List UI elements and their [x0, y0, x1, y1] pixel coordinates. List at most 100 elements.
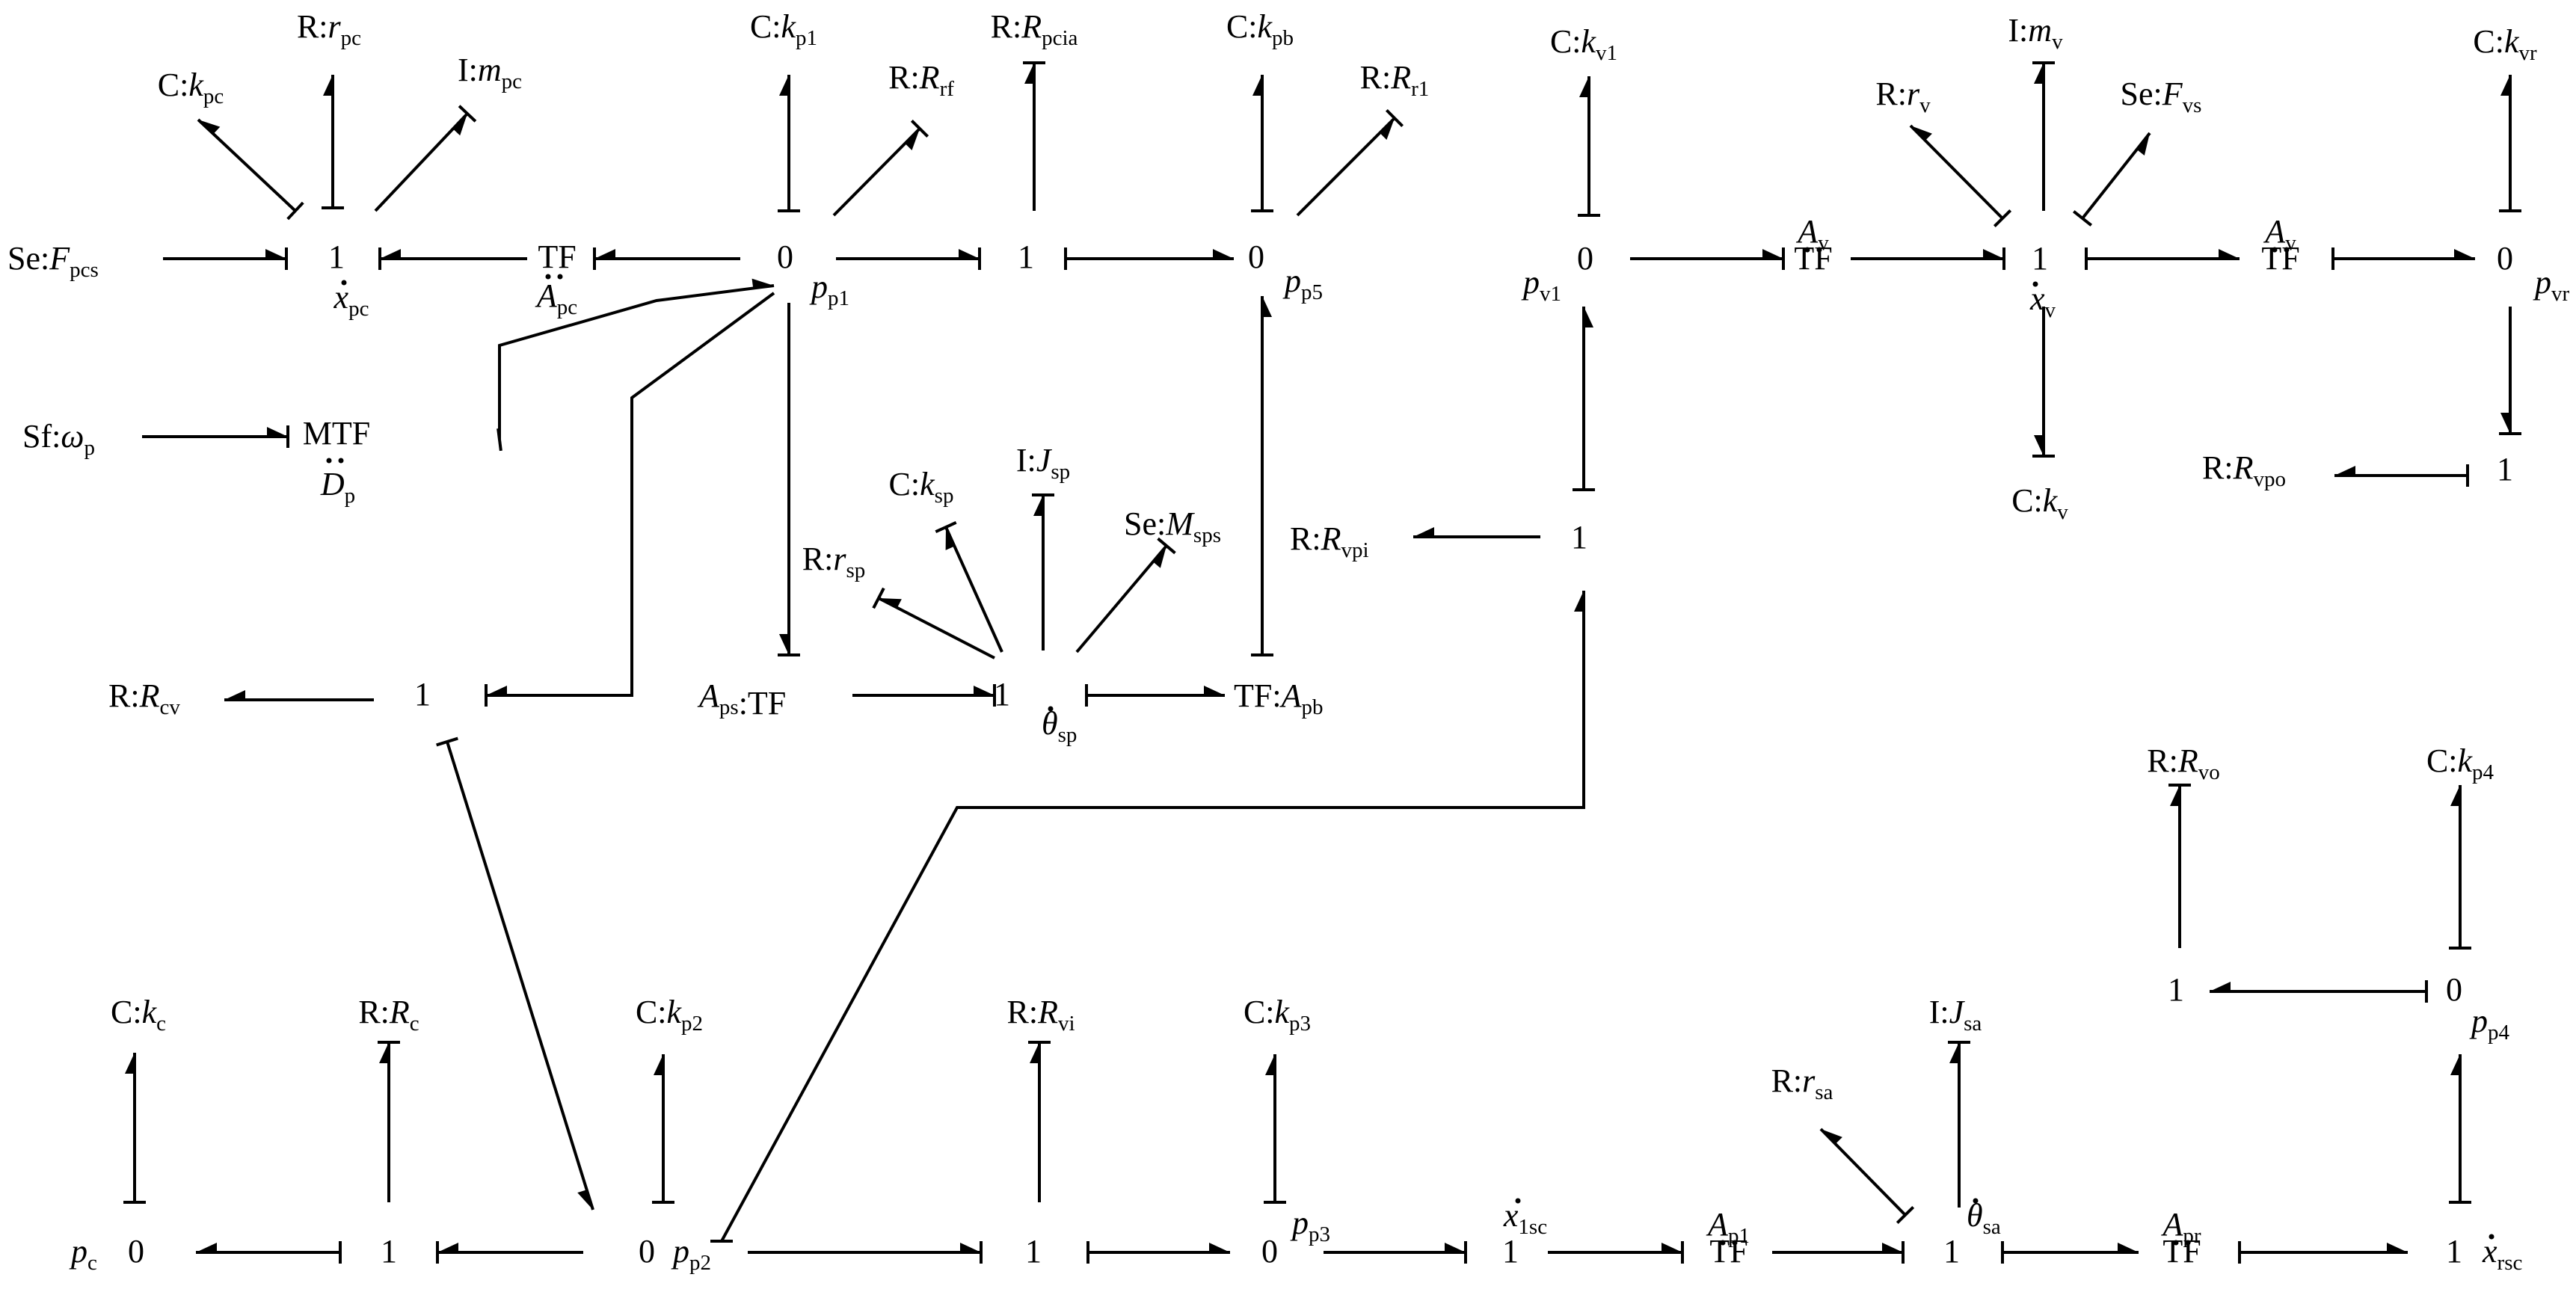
half-arrow — [594, 249, 615, 259]
half-arrow — [751, 278, 774, 289]
dot-label-n1: xpc — [333, 279, 369, 321]
bond-0pp2-to-1rvi — [748, 1241, 983, 1264]
causal-stroke — [935, 521, 957, 533]
bond-1rcv-to-0pp2 — [436, 736, 594, 1211]
pressure-label-n0_pvr: pvr — [2533, 264, 2570, 306]
bond-r-rvpi — [1413, 527, 1540, 538]
modulus-tf_av2: Av — [2263, 213, 2296, 255]
pressure-label-n0_pp5: pp5 — [1282, 262, 1323, 304]
junction-n1_rvi: 1 — [1025, 1233, 1042, 1270]
dot-mark — [1515, 1198, 1521, 1204]
dot-label-n1_x1sc: x1sc — [1503, 1197, 1547, 1239]
bond-r-rvpo — [2334, 464, 2469, 487]
dot-mark — [1048, 706, 1054, 712]
junction-n1_xv: 1 — [2032, 240, 2048, 277]
bond-i-jsa — [1948, 1041, 1970, 1208]
half-arrow — [1574, 591, 1584, 612]
element-sf_wp: Sf:ωp — [22, 418, 95, 460]
bond-se-fpcs — [163, 247, 288, 270]
junction-n1_xrsc: 1 — [2446, 1233, 2462, 1270]
bond-r-rrf — [832, 120, 929, 217]
element-r_rvo: R:Rvo — [2147, 742, 2219, 784]
bond-1xrsc-to-0pp4 — [2449, 1054, 2471, 1204]
causal-stroke — [436, 736, 458, 747]
half-arrow — [1821, 1129, 1842, 1144]
element-c_kpc: C:kpc — [158, 67, 224, 108]
half-arrow — [577, 1190, 593, 1210]
bond-0pp1-to-tfaps — [778, 303, 800, 656]
element-r_rsp: R:rsp — [802, 541, 866, 582]
modulus-tf_av1: Av — [1795, 213, 1829, 255]
element-r_rpcia: R:Rpcia — [991, 8, 1078, 50]
bond-1sp-to-tfapb — [1085, 684, 1225, 707]
dot-mark — [557, 274, 563, 280]
half-arrow — [1380, 118, 1395, 140]
bond-line — [486, 292, 775, 697]
bond-i-mpc — [374, 105, 477, 212]
causal-stroke — [1896, 1206, 1915, 1224]
bond-c-kpc — [197, 118, 304, 221]
junction-n0_pp5: 0 — [1248, 239, 1264, 275]
element-i_mpc: I:mpc — [458, 52, 522, 93]
causal-stroke — [458, 105, 477, 123]
half-arrow — [1213, 249, 1234, 259]
dot-mark — [2032, 281, 2038, 287]
element-c_ksp: C:ksp — [889, 466, 954, 508]
bond-1rvpi-to-0pv1 — [1573, 307, 1595, 491]
element-c_kp4: C:kp4 — [2426, 742, 2494, 784]
half-arrow — [945, 527, 955, 550]
bond-r-rsp — [872, 587, 995, 659]
junction-n1_rvpi: 1 — [1571, 519, 1587, 556]
junction-n0_pv1: 0 — [1577, 240, 1593, 277]
dot-mark — [2173, 1240, 2179, 1246]
element-i_mv: I:mv — [2008, 12, 2063, 54]
half-arrow — [2170, 785, 2180, 806]
bond-1rvi-to-0pp3 — [1086, 1241, 1230, 1264]
junction-n1_thsp: 1 — [994, 676, 1010, 713]
causal-stroke — [1385, 108, 1404, 128]
pressure-label-n0_pp3: pp3 — [1290, 1205, 1330, 1246]
half-arrow — [1265, 1054, 1275, 1075]
half-arrow — [1024, 63, 1034, 84]
half-arrow — [779, 75, 789, 96]
bond-r-rcv — [224, 690, 374, 701]
junction-n1_vr: 1 — [2497, 451, 2513, 487]
dot-label-n1_xrsc: xrsc — [2482, 1233, 2522, 1275]
half-arrow — [1209, 1243, 1230, 1252]
bond-r-rsa — [1819, 1128, 1915, 1224]
junction-n0_pp3: 0 — [1261, 1233, 1278, 1270]
half-arrow — [2034, 435, 2044, 456]
element-c_kvr: C:kvr — [2473, 23, 2537, 65]
element-se_fvs: Se:Fvs — [2121, 76, 2202, 117]
causal-stroke — [286, 201, 304, 221]
bond-0pp1-to-1mid — [836, 247, 981, 270]
half-arrow — [2500, 75, 2510, 96]
element-r_rvpi: R:Rvpi — [1290, 520, 1369, 562]
bond-r-rr1 — [1296, 108, 1404, 217]
dot-label-n1_thsa: θsa — [1967, 1197, 2001, 1239]
modulus-mtf_dp: Dp — [320, 466, 355, 508]
bond-1thsa-to-tf — [2001, 1241, 2139, 1264]
bond-1rc-to-0pc — [196, 1241, 342, 1264]
dot-label-n1_thsp: θsp — [1042, 705, 1077, 747]
half-arrow — [1152, 546, 1166, 568]
element-c_kpb: C:kpb — [1226, 8, 1294, 50]
bond-c-kv — [2032, 307, 2055, 458]
element-i_jsp: I:Jsp — [1016, 442, 1070, 484]
half-arrow — [2334, 466, 2355, 476]
junction-n0_pp2: 0 — [639, 1233, 655, 1270]
dot-mark — [1816, 247, 1822, 253]
element-r_rvpo: R:Rvpo — [2202, 449, 2286, 491]
bonds-layer — [123, 61, 2521, 1264]
element-r_rv: R:rv — [1875, 76, 1931, 117]
half-arrow — [2210, 982, 2231, 991]
half-arrow — [905, 129, 920, 151]
bond-tf-to-0pvr — [2331, 247, 2475, 270]
half-arrow — [267, 427, 288, 437]
half-arrow — [2387, 1243, 2408, 1252]
bond-r-rvi — [1028, 1041, 1051, 1202]
bond-line — [374, 112, 469, 212]
bond-r-rpc — [322, 75, 344, 209]
half-arrow — [1584, 307, 1593, 327]
causal-stroke — [2072, 210, 2093, 227]
